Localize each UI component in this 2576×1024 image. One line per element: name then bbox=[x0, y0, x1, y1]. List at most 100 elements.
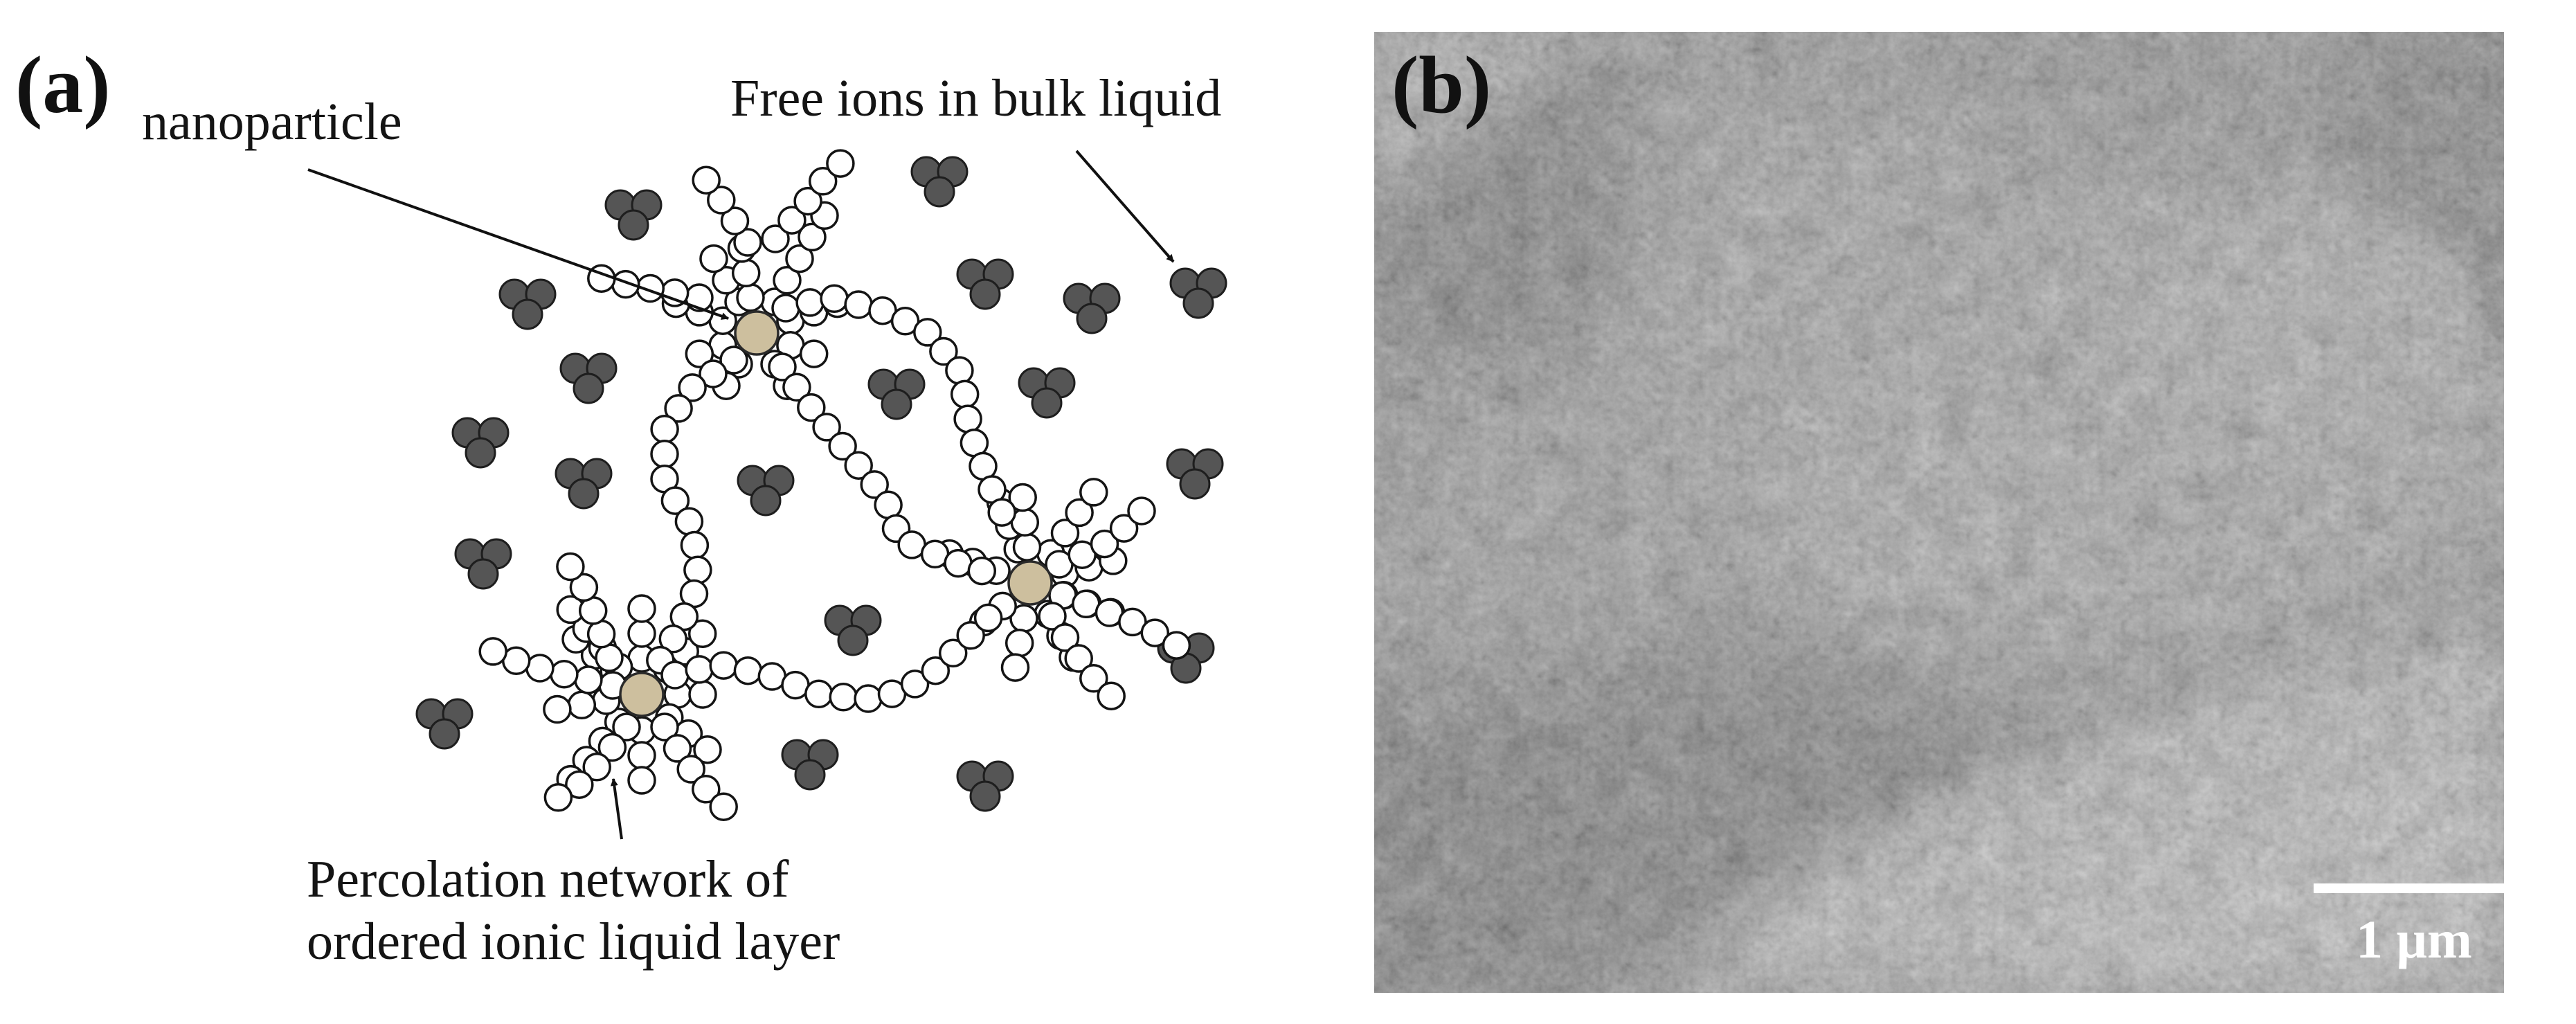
layer-ion-bead bbox=[692, 165, 721, 195]
layer-ion-bead bbox=[676, 755, 705, 784]
layer-ion-bead bbox=[1140, 618, 1170, 647]
layer-ion-bead bbox=[1064, 644, 1093, 673]
layer-ion-bead bbox=[660, 486, 690, 515]
layer-ion-bead bbox=[478, 637, 507, 666]
scale-bar bbox=[2314, 883, 2504, 893]
layer-ion-bead bbox=[569, 573, 599, 602]
layer-ion-bead bbox=[1008, 483, 1037, 512]
layer-ion-bead bbox=[799, 339, 829, 368]
nanoparticle bbox=[734, 310, 780, 356]
layer-ion-bead bbox=[733, 656, 763, 685]
layer-ion-bead bbox=[785, 244, 814, 273]
layer-ion-bead bbox=[674, 507, 704, 536]
layer-ion-bead bbox=[921, 656, 951, 685]
free-ion bbox=[1169, 267, 1227, 319]
layer-ion-bead bbox=[731, 258, 761, 288]
percolation-annotation-line1: Percolation network of bbox=[307, 850, 789, 908]
layer-ion-bead bbox=[650, 712, 679, 742]
layer-ion-bead bbox=[612, 712, 641, 742]
layer-ion-bead bbox=[929, 336, 958, 366]
nanoparticle bbox=[1007, 560, 1053, 606]
layer-ion-bead bbox=[650, 415, 679, 444]
layer-ion-bead bbox=[844, 451, 873, 480]
panel-b-label: (b) bbox=[1391, 39, 1492, 130]
free-ion bbox=[451, 417, 510, 469]
layer-ion-bead bbox=[826, 149, 855, 178]
layer-ion-bead bbox=[683, 555, 712, 584]
layer-ion-bead bbox=[812, 413, 841, 442]
free-ion bbox=[781, 739, 839, 791]
free-ion bbox=[956, 258, 1014, 310]
free-ion bbox=[956, 760, 1014, 812]
layer-ion-bead bbox=[860, 470, 889, 499]
percolation-network-diagram bbox=[307, 149, 1227, 840]
free-ion bbox=[604, 189, 663, 241]
layer-ion-bead bbox=[798, 222, 827, 252]
layer-ion-bead bbox=[820, 284, 849, 314]
layer-ion-bead bbox=[680, 530, 710, 560]
layer-ion-bead bbox=[685, 339, 714, 368]
free-ion bbox=[498, 278, 557, 330]
free-ion bbox=[867, 368, 926, 420]
sem-texture bbox=[1374, 32, 2504, 993]
nanoparticle-annotation: nanoparticle bbox=[142, 93, 402, 151]
layer-ion-bead bbox=[967, 556, 997, 586]
layer-ion-bead bbox=[709, 651, 738, 680]
layer-ion-bead bbox=[597, 733, 627, 762]
layer-ion-bead bbox=[913, 318, 942, 347]
nanoparticle bbox=[619, 672, 665, 717]
layer-ion-bead bbox=[973, 603, 1003, 633]
layer-ion-bead bbox=[1079, 664, 1108, 693]
layer-ion-bead bbox=[829, 683, 858, 712]
layer-ion-bead bbox=[938, 638, 968, 668]
layer-ion-bead bbox=[567, 690, 597, 720]
layer-ion-bead bbox=[699, 244, 728, 273]
layer-ion-bead bbox=[844, 290, 873, 319]
layer-ion-bead bbox=[1162, 631, 1191, 660]
free-ion bbox=[415, 698, 474, 750]
layer-ion-bead bbox=[707, 186, 736, 215]
free-ion bbox=[910, 156, 969, 208]
layer-ion-bead bbox=[720, 206, 750, 235]
layer-ion-bead bbox=[777, 206, 807, 235]
free-ion bbox=[1166, 448, 1224, 500]
layer-ion-bead bbox=[1038, 602, 1067, 631]
layer-ion-bead bbox=[1050, 519, 1080, 548]
layer-ion-bead bbox=[565, 770, 594, 799]
layer-ion-bead bbox=[987, 498, 1016, 527]
percolation-annotation-line2: ordered ionic liquid layer bbox=[307, 913, 840, 971]
layer-ion-bead bbox=[773, 266, 802, 295]
layer-ion-bead bbox=[1127, 496, 1156, 526]
layer-ion-bead bbox=[950, 379, 980, 409]
layer-ion-bead bbox=[793, 186, 822, 216]
layer-ion-bead bbox=[768, 352, 797, 381]
layer-ion-bead bbox=[1065, 498, 1094, 528]
free-ion bbox=[454, 538, 512, 590]
layer-ion-bead bbox=[828, 431, 857, 461]
layer-ion-bead bbox=[782, 372, 811, 402]
sem-micrograph: 1 μm bbox=[1374, 32, 2504, 993]
free-ion bbox=[737, 465, 795, 517]
layer-ion-bead bbox=[804, 679, 834, 709]
layer-ion-bead bbox=[736, 283, 765, 312]
nanoparticle-group bbox=[619, 310, 1053, 717]
layer-ion-bead bbox=[650, 440, 679, 469]
layer-ion-bead bbox=[733, 228, 762, 257]
layer-ion-bead bbox=[1005, 628, 1034, 658]
layer-ion-bead bbox=[944, 548, 973, 578]
annotation-arrows bbox=[307, 150, 1175, 840]
layer-ion-bead bbox=[556, 552, 585, 582]
layer-ion-bead bbox=[1097, 681, 1126, 710]
free-ions-arrow bbox=[1075, 150, 1175, 263]
free-ions-annotation: Free ions in bulk liquid bbox=[730, 69, 1222, 127]
layer-ion-bead bbox=[1050, 623, 1080, 652]
layer-ion-bead bbox=[900, 670, 930, 699]
layer-ion-bead bbox=[664, 394, 693, 423]
layer-ion-bead bbox=[627, 741, 656, 770]
layer-ion-bead bbox=[582, 753, 611, 782]
layer-ion-bead bbox=[658, 625, 688, 654]
layer-ion-bead bbox=[627, 619, 656, 648]
layer-ion-bead bbox=[685, 655, 714, 684]
free-ion bbox=[1018, 367, 1076, 419]
layer-ion-bead bbox=[890, 307, 920, 336]
